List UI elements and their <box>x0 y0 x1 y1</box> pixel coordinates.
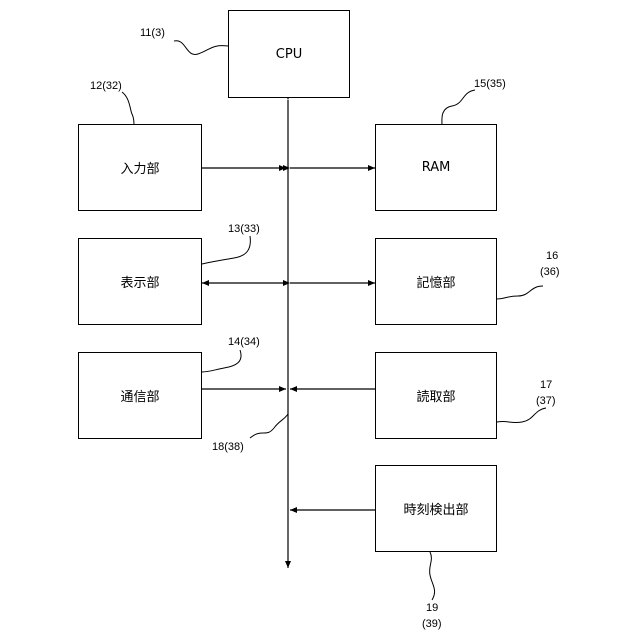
storage-unit-label: 記憶部 <box>416 272 455 291</box>
cpu-label: CPU <box>276 47 302 62</box>
leader-bus <box>250 414 288 438</box>
display-unit-label: 表示部 <box>120 272 159 291</box>
ref-ram: 15(35) <box>474 78 506 91</box>
ref-communication: 14(34) <box>228 336 260 349</box>
ram-label: RAM <box>422 160 451 175</box>
cpu-block: CPU <box>228 10 350 98</box>
leader-cpu <box>174 41 228 55</box>
input-unit-label: 入力部 <box>120 158 159 177</box>
leader-communication <box>202 350 241 372</box>
leader-display <box>202 236 250 264</box>
storage-unit-block: 記憶部 <box>375 238 497 325</box>
ref-storage-number: 16 <box>546 250 558 263</box>
leader-reader <box>497 408 546 423</box>
time-detector-label: 時刻検出部 <box>403 499 468 518</box>
leader-time-detector <box>430 552 435 600</box>
reader-unit-block: 読取部 <box>375 352 497 439</box>
ref-reader-paren: (37) <box>536 395 556 408</box>
ref-reader-number: 17 <box>540 379 552 392</box>
reader-unit-label: 読取部 <box>416 386 455 405</box>
ref-cpu: 11(3) <box>140 27 165 40</box>
input-unit-block: 入力部 <box>78 124 202 211</box>
ref-storage-paren: (36) <box>540 266 560 279</box>
ref-bus: 18(38) <box>212 441 244 454</box>
leader-input <box>122 92 134 125</box>
ref-display: 13(33) <box>228 223 260 236</box>
time-detector-block: 時刻検出部 <box>375 465 497 552</box>
communication-unit-block: 通信部 <box>78 352 202 439</box>
leader-storage <box>497 286 543 299</box>
display-unit-block: 表示部 <box>78 238 202 325</box>
leader-ram <box>442 90 475 125</box>
ref-time-detector-number: 19 <box>426 602 438 615</box>
ram-block: RAM <box>375 124 497 211</box>
ref-input: 12(32) <box>90 80 122 93</box>
communication-unit-label: 通信部 <box>120 386 159 405</box>
ref-time-detector-paren: (39) <box>422 618 442 631</box>
